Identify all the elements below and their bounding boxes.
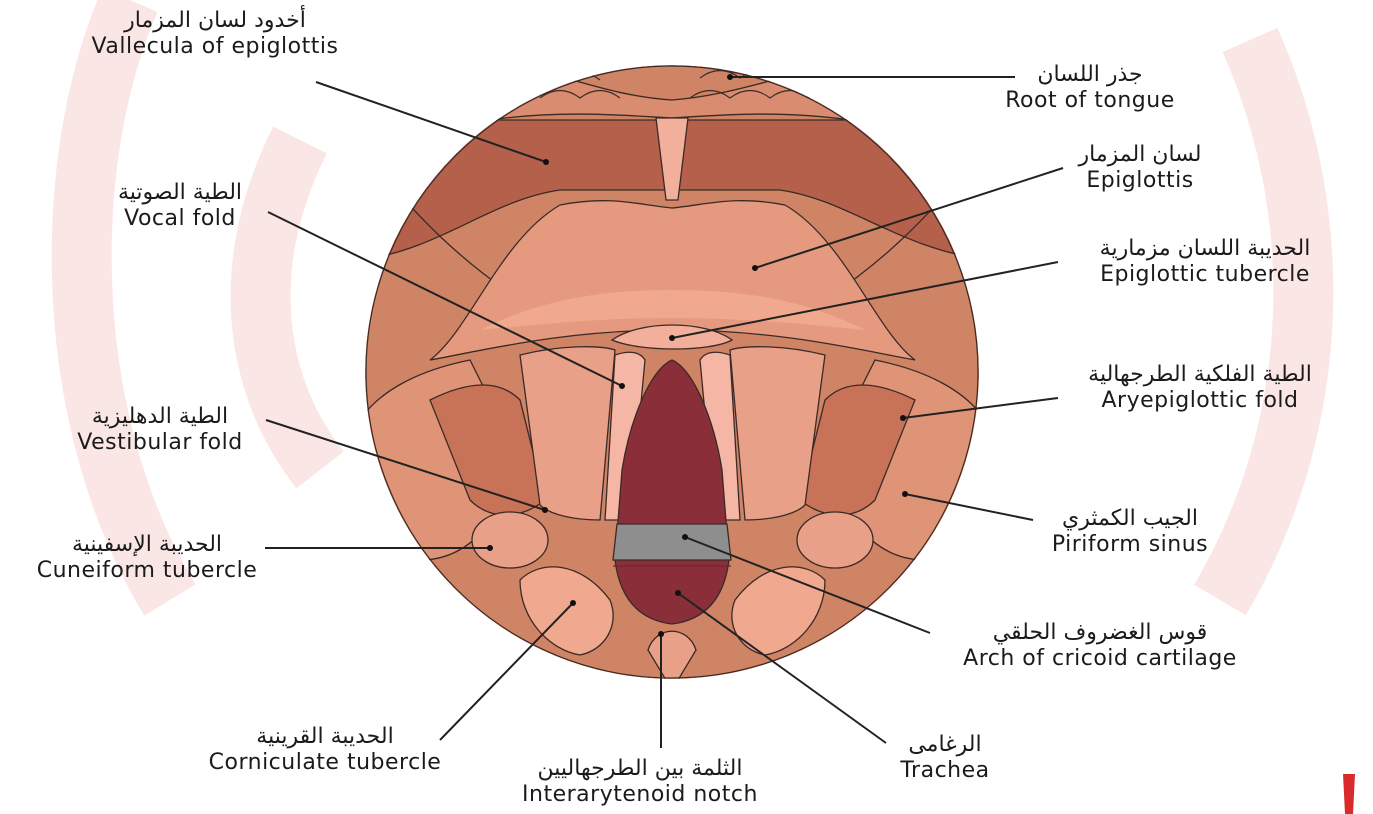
larynx-illustration <box>360 60 990 690</box>
label-interarytenoid-notch-en: Interarytenoid notch <box>480 782 800 808</box>
label-epiglottic-tubercle-ar: الحديبة اللسان مزمارية <box>1050 236 1360 262</box>
label-vallecula-en: Vallecula of epiglottis <box>40 34 390 60</box>
label-vocal-fold: الطية الصوتية Vocal fold <box>70 180 290 232</box>
label-cuneiform-tubercle: الحديبة الإسفينية Cuneiform tubercle <box>2 532 292 584</box>
label-piriform-sinus: الجيب الكمثري Piriform sinus <box>1020 506 1240 558</box>
brand-corner-mark <box>1337 774 1361 814</box>
label-interarytenoid-notch: الثلمة بين الطرجهاليين Interarytenoid no… <box>480 756 800 808</box>
label-epiglottic-tubercle-en: Epiglottic tubercle <box>1050 262 1360 288</box>
label-trachea-ar: الرغامى <box>880 732 1010 758</box>
label-vestibular-fold: الطية الدهليزية Vestibular fold <box>40 404 280 456</box>
label-piriform-sinus-ar: الجيب الكمثري <box>1020 506 1240 532</box>
label-corniculate-tubercle: الحديبة القرينية Corniculate tubercle <box>170 724 480 776</box>
label-epiglottis-en: Epiglottis <box>1040 168 1240 194</box>
label-aryepiglottic-fold: الطية الفلكية الطرجهالية Aryepiglottic f… <box>1040 362 1360 414</box>
label-epiglottic-tubercle: الحديبة اللسان مزمارية Epiglottic tuberc… <box>1050 236 1360 288</box>
label-corniculate-tubercle-ar: الحديبة القرينية <box>170 724 480 750</box>
label-vocal-fold-en: Vocal fold <box>70 206 290 232</box>
label-aryepiglottic-fold-en: Aryepiglottic fold <box>1040 388 1360 414</box>
label-cricoid-arch-en: Arch of cricoid cartilage <box>920 646 1280 672</box>
label-epiglottis-ar: لسان المزمار <box>1040 142 1240 168</box>
label-root-of-tongue-en: Root of tongue <box>965 88 1215 114</box>
label-vallecula: أخدود لسان المزمار Vallecula of epiglott… <box>40 8 390 60</box>
label-vallecula-ar: أخدود لسان المزمار <box>40 8 390 34</box>
label-vocal-fold-ar: الطية الصوتية <box>70 180 290 206</box>
label-cuneiform-tubercle-en: Cuneiform tubercle <box>2 558 292 584</box>
label-aryepiglottic-fold-ar: الطية الفلكية الطرجهالية <box>1040 362 1360 388</box>
label-interarytenoid-notch-ar: الثلمة بين الطرجهاليين <box>480 756 800 782</box>
label-root-of-tongue-ar: جذر اللسان <box>965 62 1215 88</box>
label-corniculate-tubercle-en: Corniculate tubercle <box>170 750 480 776</box>
label-cricoid-arch-ar: قوس الغضروف الحلقي <box>920 620 1280 646</box>
label-trachea: الرغامى Trachea <box>880 732 1010 784</box>
label-trachea-en: Trachea <box>880 758 1010 784</box>
label-cricoid-arch: قوس الغضروف الحلقي Arch of cricoid carti… <box>920 620 1280 672</box>
label-vestibular-fold-ar: الطية الدهليزية <box>40 404 280 430</box>
label-cuneiform-tubercle-ar: الحديبة الإسفينية <box>2 532 292 558</box>
label-piriform-sinus-en: Piriform sinus <box>1020 532 1240 558</box>
label-vestibular-fold-en: Vestibular fold <box>40 430 280 456</box>
label-epiglottis: لسان المزمار Epiglottis <box>1040 142 1240 194</box>
label-root-of-tongue: جذر اللسان Root of tongue <box>965 62 1215 114</box>
